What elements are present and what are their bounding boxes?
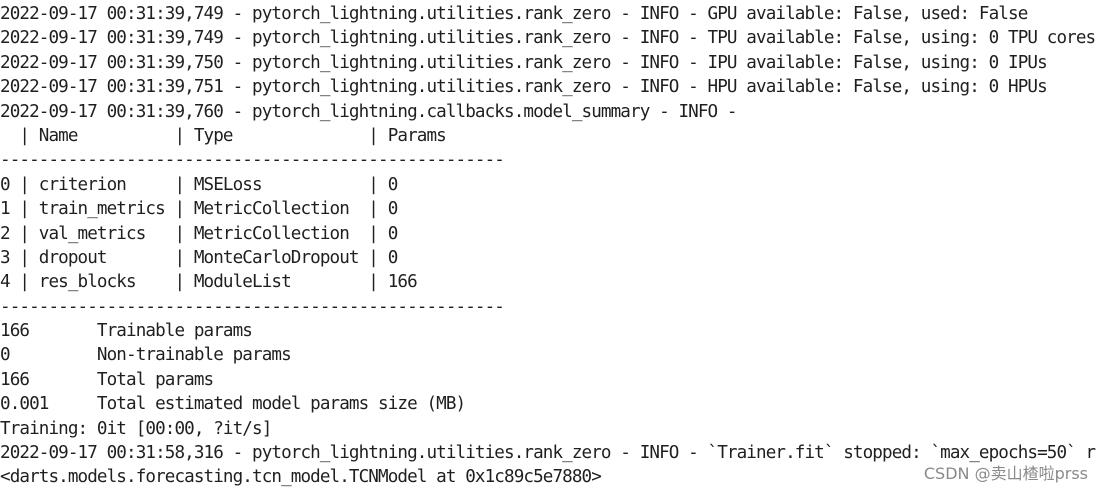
param-stat-total: 166 Total params (0, 369, 214, 390)
log-line-gpu: 2022-09-17 00:31:39,749 - pytorch_lightn… (0, 4, 1028, 24)
param-stat-non-trainable: 0 Non-trainable params (0, 345, 292, 366)
summary-separator: ----------------------------------------… (0, 150, 505, 171)
summary-row: 0 | criterion | MSELoss | 0 (0, 174, 398, 195)
log-line-tpu: 2022-09-17 00:31:39,749 - pytorch_lightn… (0, 28, 1096, 49)
training-progress: Training: 0it [00:00, ?it/s] (0, 418, 272, 439)
log-line-model-summary: 2022-09-17 00:31:39,760 - pytorch_lightn… (0, 101, 738, 122)
summary-separator: ----------------------------------------… (0, 296, 505, 317)
log-line-trainer-stopped: 2022-09-17 00:31:58,316 - pytorch_lightn… (0, 443, 1096, 464)
log-line-hpu: 2022-09-17 00:31:39,751 - pytorch_lightn… (0, 77, 1048, 98)
watermark: CSDN @卖山楂啦prss (923, 464, 1088, 483)
summary-row: 1 | train_metrics | MetricCollection | 0 (0, 199, 398, 220)
summary-row: 4 | res_blocks | ModuleList | 166 (0, 272, 418, 293)
summary-row: 2 | val_metrics | MetricCollection | 0 (0, 223, 398, 244)
param-stat-size: 0.001 Total estimated model params size … (0, 394, 466, 415)
model-repr-output: <darts.models.forecasting.tcn_model.TCNM… (0, 467, 602, 488)
summary-row: 3 | dropout | MonteCarloDropout | 0 (0, 247, 398, 268)
param-stat-trainable: 166 Trainable params (0, 321, 253, 342)
log-line-ipu: 2022-09-17 00:31:39,750 - pytorch_lightn… (0, 52, 1048, 73)
summary-header-row: | Name | Type | Params (0, 125, 446, 146)
